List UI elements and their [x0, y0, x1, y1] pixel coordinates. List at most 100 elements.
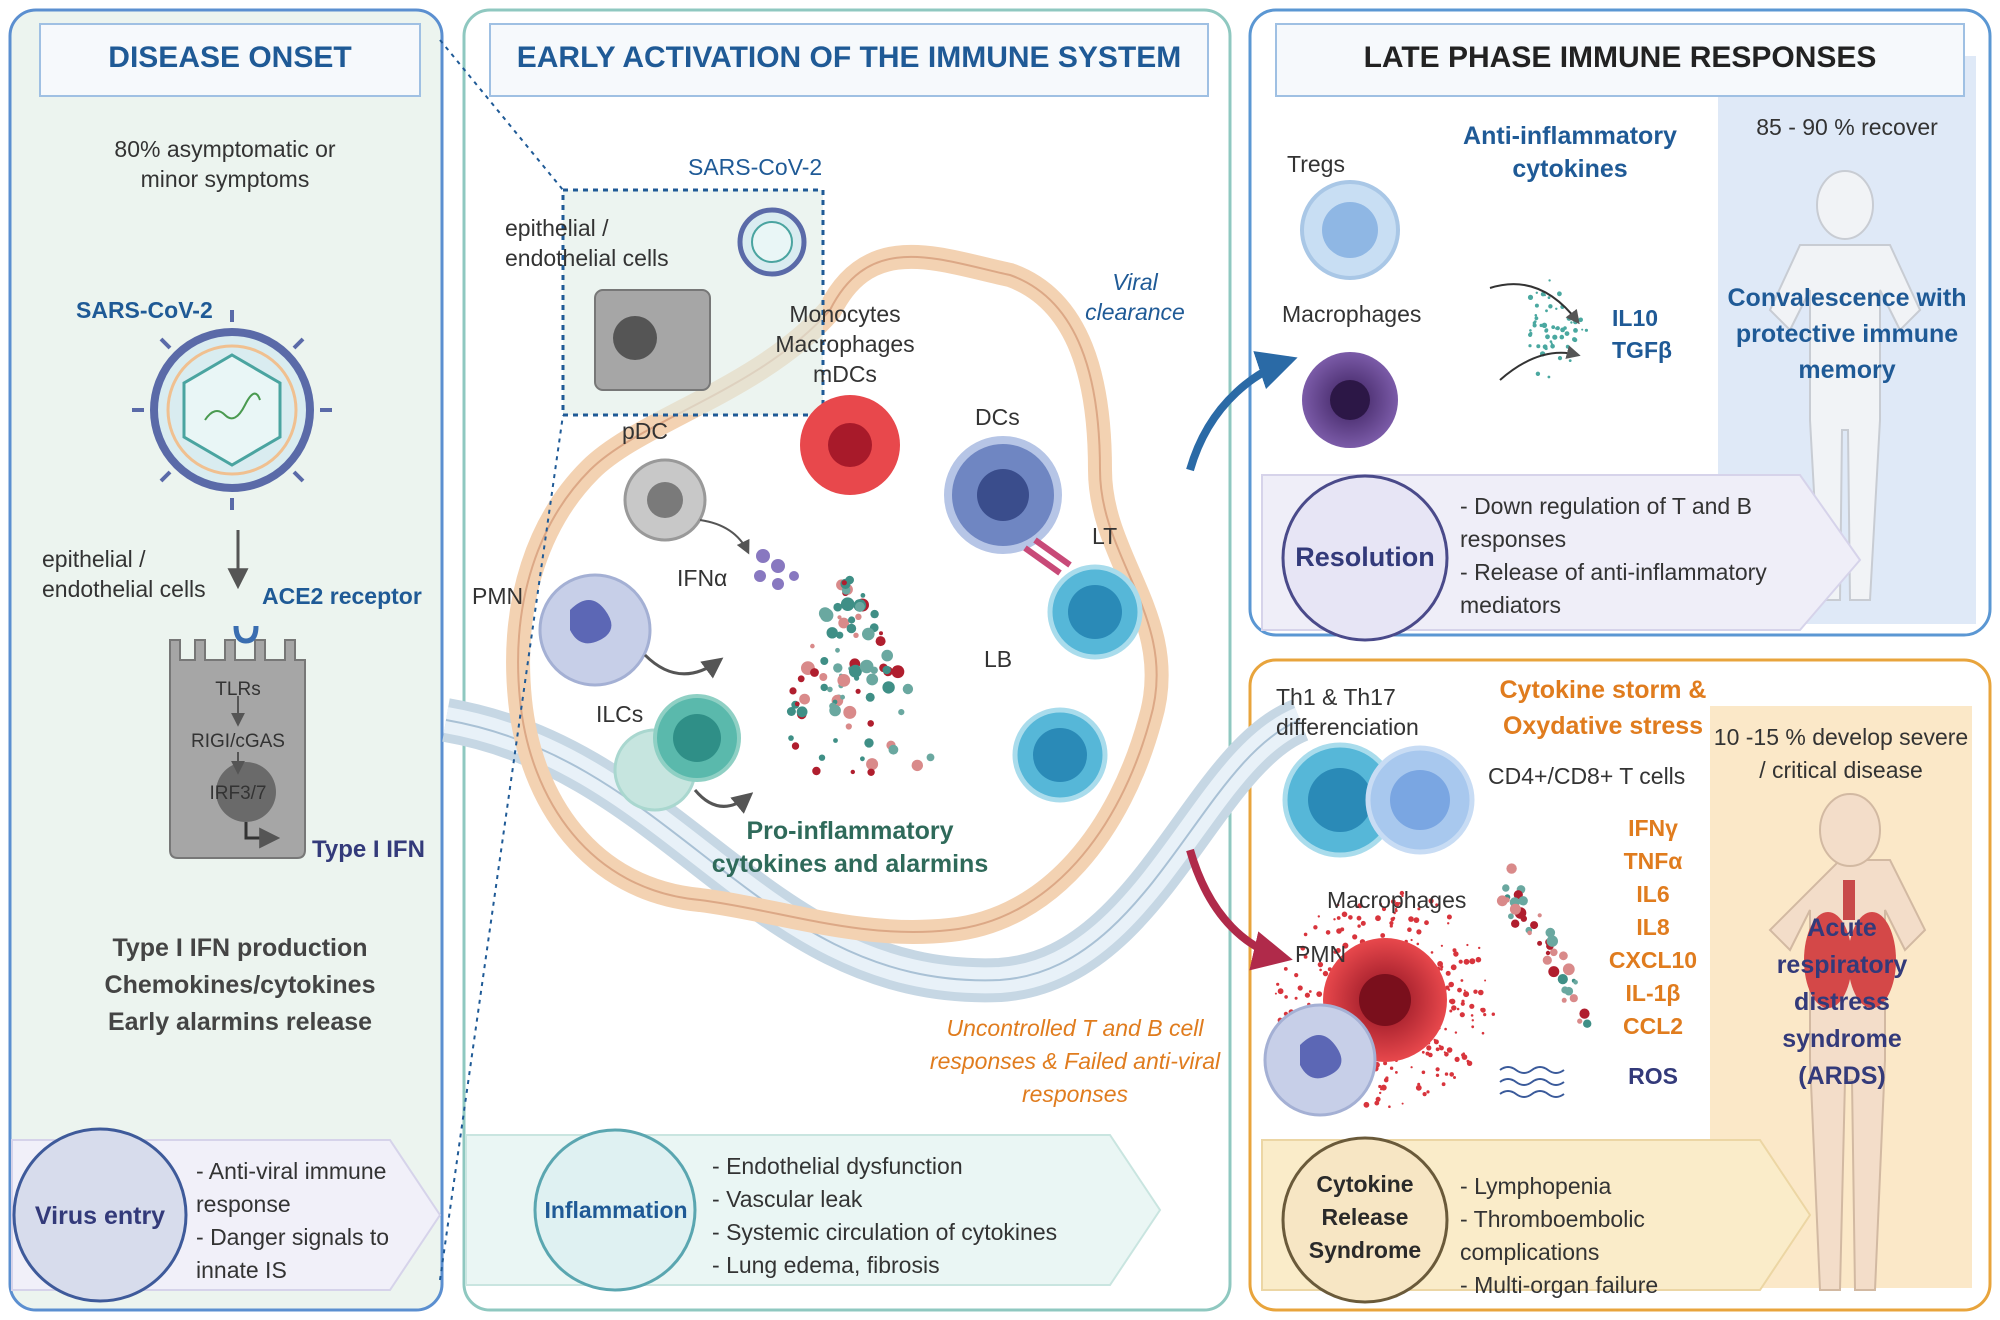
summary-line-3: Early alarmins release: [107, 1008, 373, 1036]
pdc-label: pDC: [622, 418, 669, 444]
ros-wave-icon: [1499, 1066, 1565, 1098]
crs-item: - Lymphopenia: [1460, 1173, 1612, 1199]
ards-human-icon: [1768, 793, 1927, 1291]
crs-item: - Thromboembolic complications: [1460, 1206, 1645, 1265]
resolution-item: - Release of anti-inflammatory mediators: [1460, 559, 1767, 618]
ifna-arrow: [699, 519, 750, 555]
crs-item: - Multi-organ failure: [1460, 1272, 1659, 1298]
virus-entry-list: - Anti-viral immune response - Danger si…: [196, 1155, 426, 1287]
onset-summary: Type I IFN production Chemokines/cytokin…: [40, 930, 440, 1041]
severe-macrophages-label: Macrophages: [1327, 887, 1467, 913]
inflammation-circle: [533, 1128, 697, 1292]
pmn-cell-icon: [538, 573, 652, 687]
cytokine-item: IL6: [1636, 881, 1670, 907]
ards-label: Acute respiratory distress syndrome (ARD…: [1776, 914, 1908, 1090]
cytokine-item: IL8: [1636, 914, 1670, 940]
tcr-receptor-icon: [1023, 537, 1072, 576]
rig-label: RIGI/cGAS: [191, 731, 285, 752]
pro-inflammatory-label: Pro-inflammatory cytokines and alarmins: [711, 817, 989, 878]
late-macrophages-label: Macrophages: [1282, 301, 1422, 327]
virus-icon: [150, 328, 314, 492]
monocytes-label: Monocytes Macrophages mDCs: [775, 301, 915, 387]
onset-title: DISEASE ONSET: [108, 41, 352, 74]
anti-inflammatory-label: Anti-inflammatory cytokines: [1463, 122, 1677, 183]
late-title: LATE PHASE IMMUNE RESPONSES: [1363, 41, 1877, 74]
resolution-label: Resolution: [1295, 542, 1435, 572]
vessel-line: [445, 719, 1301, 982]
inflammation-item: - Lung edema, fibrosis: [712, 1252, 940, 1278]
onset-cell-label: epithelial / endothelial cells: [42, 546, 206, 602]
late-title-box: [1275, 23, 1965, 97]
convalescence-label: Convalescence with protective immune mem…: [1727, 284, 1967, 384]
ilc-arrow: [693, 789, 754, 814]
ilcs-label: ILCs: [596, 701, 644, 727]
severe-pmn-icon: [1263, 1003, 1377, 1117]
cytokine-list: IFNγ TNFα IL6 IL8 CXCL10 IL-1β CCL2: [1598, 812, 1708, 1043]
severe-stat: 10 -15 % develop severe / critical disea…: [1713, 724, 1969, 783]
summary-line-2: Chemokines/cytokines: [104, 971, 376, 999]
viral-clearance-label: Viral clearance: [1085, 269, 1185, 325]
summary-line-1: Type I IFN production: [112, 934, 368, 962]
inflammation-list: - Endothelial dysfunction - Vascular lea…: [712, 1150, 1142, 1282]
pmn-label: PMN: [472, 583, 524, 609]
type1-ifn-label: Type I IFN: [312, 836, 425, 863]
ilc-cell-icon: [613, 694, 741, 812]
ace2-label: ACE2 receptor: [262, 583, 422, 609]
anti-arrow-bottom: [1499, 345, 1581, 381]
virus-entry-item: - Danger signals to innate IS: [196, 1224, 390, 1283]
early-title-box: [489, 23, 1209, 97]
lt-label: LT: [1092, 523, 1118, 549]
inflammation-label: Inflammation: [544, 1197, 688, 1223]
lt-cell-icon: [1047, 564, 1143, 660]
cytokine-item: IL-1β: [1625, 980, 1681, 1006]
ace2-receptor-icon: [233, 625, 259, 644]
tissue-ring-edge: [517, 255, 1158, 933]
inflammation-item: - Systemic circulation of cytokines: [712, 1219, 1058, 1245]
ros-label: ROS: [1628, 1063, 1678, 1089]
tcells-label: CD4+/CD8+ T cells: [1488, 763, 1686, 789]
lb-label: LB: [984, 646, 1013, 672]
virus-entry-label: Virus entry: [34, 1202, 166, 1230]
zoomed-epithelial-cell-icon: [594, 289, 711, 391]
inflammation-item: - Endothelial dysfunction: [712, 1153, 963, 1179]
tgfb-label: TGFβ: [1612, 337, 1673, 363]
pmn-arrow: [643, 653, 724, 679]
zoom-line-bottom: [439, 414, 564, 1281]
early-virus-label: SARS-CoV-2: [688, 154, 823, 180]
anti-arrow-top: [1489, 283, 1580, 325]
epithelial-cell-icon: [169, 639, 306, 859]
anti-cytokine-list: IL10 TGFβ: [1612, 302, 1672, 366]
resolution-circle: [1281, 474, 1449, 642]
uncontrolled-label: Uncontrolled T and B cell responses & Fa…: [929, 1015, 1221, 1107]
onset-title-box: [39, 23, 421, 97]
asymptomatic-stat: 80% asymptomatic or minor symptoms: [114, 136, 336, 192]
macrophage-cell-icon: [1302, 352, 1398, 448]
ifna-molecules: [754, 549, 799, 590]
small-virus-icon: [737, 207, 807, 277]
ifna-label: IFNα: [677, 565, 728, 591]
lb-cell-icon: [1012, 707, 1108, 803]
th-cell-icon: [1282, 742, 1475, 858]
il10-label: IL10: [1612, 305, 1659, 331]
virus-spikes: [132, 310, 332, 510]
recovery-arrow: [1186, 351, 1298, 472]
dc-cell-icon: [944, 436, 1062, 554]
cytokine-item: IFNγ: [1628, 815, 1678, 841]
severe-arrow: [1186, 848, 1293, 971]
early-title: EARLY ACTIVATION OF THE IMMUNE SYSTEM: [516, 41, 1182, 74]
th-differentiation-label: Th1 & Th17 differenciation: [1276, 684, 1419, 740]
cytokine-storm-label: Cytokine storm & Oxydative stress: [1499, 676, 1707, 740]
recovered-human-icon: [1768, 170, 1922, 601]
virus-entry-item: - Anti-viral immune response: [196, 1158, 387, 1217]
recover-stat: 85 - 90 % recover: [1756, 114, 1938, 140]
resolution-item: - Down regulation of T and B responses: [1460, 493, 1752, 552]
tlrs-label: TLRs: [215, 679, 261, 700]
pdc-cell-icon: [623, 458, 707, 542]
crs-circle: [1281, 1136, 1449, 1304]
dcs-label: DCs: [975, 404, 1020, 430]
treg-cell-icon: [1300, 180, 1400, 280]
cytokine-item: CCL2: [1622, 1013, 1684, 1039]
cytokine-storm-particles: [1496, 863, 1592, 1028]
onset-virus-label: SARS-CoV-2: [76, 297, 213, 323]
